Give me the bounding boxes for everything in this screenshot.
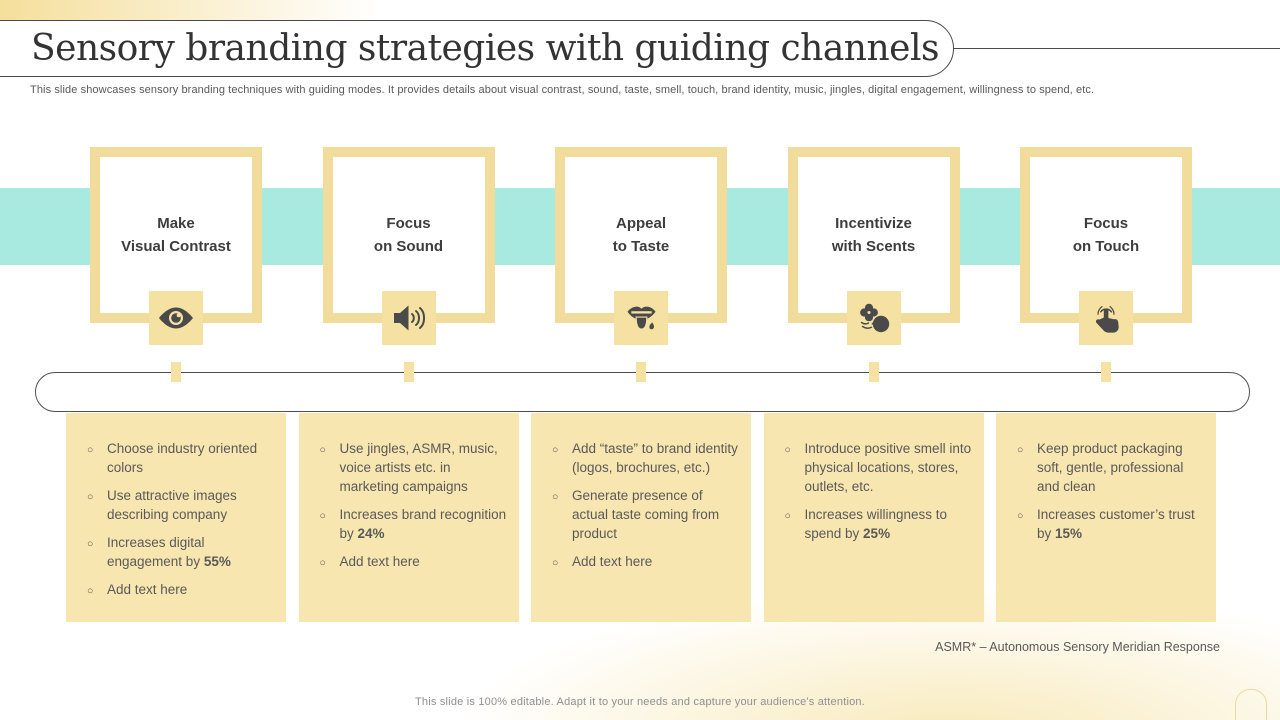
strategy-card-face: Appeal to Taste bbox=[565, 157, 717, 313]
strategy-card-title: Make Visual Contrast bbox=[121, 215, 231, 255]
strategy-card-title: Focus on Sound bbox=[373, 215, 444, 255]
strategy-card-title: Appeal to Taste bbox=[612, 215, 670, 255]
icon-square bbox=[614, 291, 668, 345]
strategy-card-title: Focus on Touch bbox=[1072, 215, 1140, 255]
slide-subtitle: This slide showcases sensory branding te… bbox=[30, 84, 1095, 96]
sensory-column: Incentivize with Scents Introduce positi… bbox=[763, 147, 984, 622]
strategy-card: Focus on Touch bbox=[1020, 147, 1192, 323]
connector-square bbox=[1101, 362, 1111, 382]
bullet-item: Introduce positive smell into physical l… bbox=[782, 439, 972, 496]
icon-square bbox=[381, 291, 436, 345]
bullet-item: Increases brand recognition by 24% bbox=[317, 505, 507, 543]
taste-icon bbox=[626, 303, 657, 333]
corner-arch-decoration bbox=[1235, 689, 1267, 720]
strategy-details-box: Keep product packaging soft, gentle, pro… bbox=[996, 413, 1216, 622]
strategy-details-box: Add “taste” to brand identity (logos, br… bbox=[531, 413, 751, 622]
strategy-card: Make Visual Contrast bbox=[90, 147, 262, 323]
strategy-card-face: Focus on Sound bbox=[332, 157, 485, 313]
icon-square bbox=[1079, 291, 1133, 345]
bullet-list: Add “taste” to brand identity (logos, br… bbox=[549, 439, 739, 573]
top-left-gradient-decoration bbox=[0, 0, 380, 20]
sensory-column: Focus on Touch Keep product packaging so… bbox=[996, 147, 1216, 622]
sensory-column: Make Visual Contrast Choose industry ori… bbox=[66, 147, 286, 622]
scent-icon bbox=[858, 302, 890, 334]
icon-square bbox=[846, 291, 901, 345]
strategy-card-face: Focus on Touch bbox=[1030, 157, 1182, 313]
bullet-list: Use jingles, ASMR, music, voice artists … bbox=[317, 439, 507, 573]
icon-square bbox=[149, 291, 203, 345]
bullet-item: Increases willingness to spend by 25% bbox=[782, 505, 972, 543]
bullet-item: Generate presence of actual taste coming… bbox=[549, 486, 739, 543]
strategy-details-box: Choose industry oriented colorsUse attra… bbox=[66, 413, 286, 622]
bullet-item: Increases customer’s trust by 15% bbox=[1014, 505, 1204, 543]
strategy-card-face: Make Visual Contrast bbox=[100, 157, 252, 313]
page-title: Sensory branding strategies with guiding… bbox=[31, 28, 939, 69]
connector-square bbox=[171, 362, 181, 382]
title-banner: Sensory branding strategies with guiding… bbox=[0, 20, 954, 77]
connector-square bbox=[403, 362, 414, 382]
bullet-list: Introduce positive smell into physical l… bbox=[782, 439, 972, 543]
sensory-column: Focus on Sound Use jingles, ASMR, music,… bbox=[298, 147, 519, 622]
bullet-item: Use jingles, ASMR, music, voice artists … bbox=[317, 439, 507, 496]
asmr-footnote: ASMR* – Autonomous Sensory Meridian Resp… bbox=[935, 640, 1220, 654]
bullet-item: Add “taste” to brand identity (logos, br… bbox=[549, 439, 739, 477]
bullet-item: Add text here bbox=[317, 552, 507, 573]
sensory-column: Appeal to Taste Add “taste” to brand ide… bbox=[531, 147, 751, 622]
bullet-item: Keep product packaging soft, gentle, pro… bbox=[1014, 439, 1204, 496]
strategy-card-face: Incentivize with Scents bbox=[797, 157, 950, 313]
bullet-list: Choose industry oriented colorsUse attra… bbox=[84, 439, 274, 601]
bullet-item: Use attractive images describing company bbox=[84, 486, 274, 524]
eye-icon bbox=[158, 306, 194, 330]
bullet-list: Keep product packaging soft, gentle, pro… bbox=[1014, 439, 1204, 543]
bullet-item: Add text here bbox=[84, 580, 274, 601]
strategy-details-box: Introduce positive smell into physical l… bbox=[763, 413, 984, 622]
touch-icon bbox=[1091, 302, 1121, 334]
bullet-item: Add text here bbox=[549, 552, 739, 573]
strategy-card-title: Incentivize with Scents bbox=[831, 215, 916, 255]
strategy-details-box: Use jingles, ASMR, music, voice artists … bbox=[298, 413, 519, 622]
editable-note: This slide is 100% editable. Adapt it to… bbox=[415, 696, 865, 708]
bullet-item: Choose industry oriented colors bbox=[84, 439, 274, 477]
bullet-item: Increases digital engagement by 55% bbox=[84, 533, 274, 571]
title-divider-line bbox=[950, 48, 1280, 49]
connector-square bbox=[868, 362, 879, 382]
speaker-icon bbox=[393, 304, 425, 332]
connector-square bbox=[636, 362, 646, 382]
